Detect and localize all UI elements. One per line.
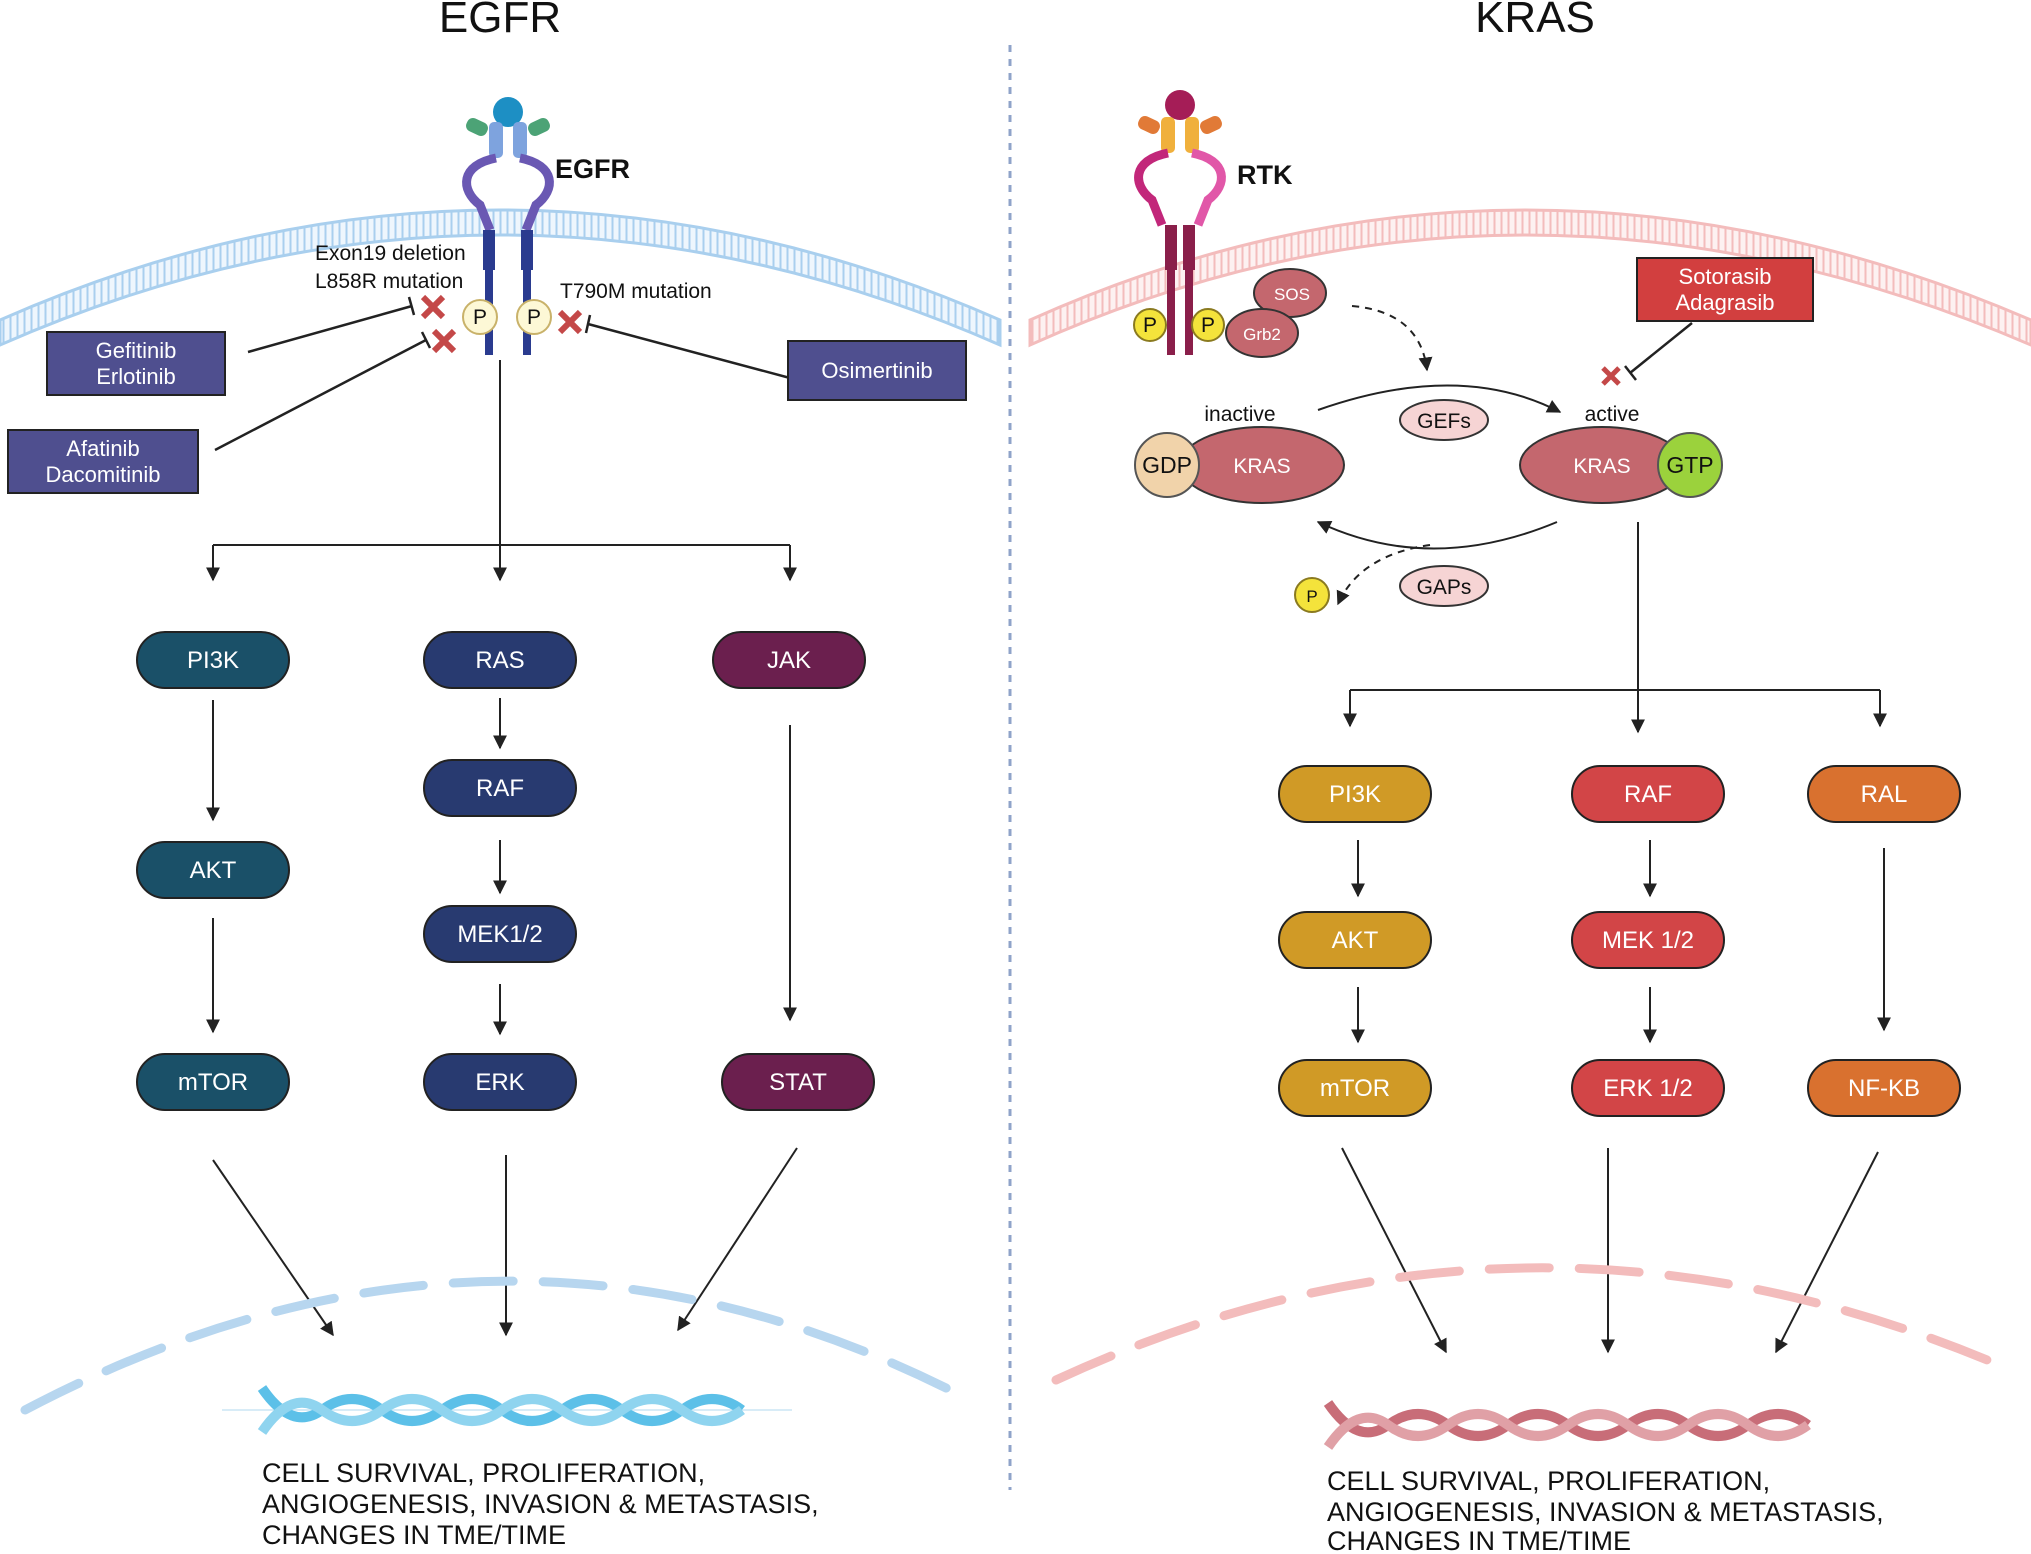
phospho-label-rtk-1: P xyxy=(1143,314,1157,337)
kras-node-mek: MEK 1/2 xyxy=(1602,927,1694,954)
kras-node-raf: RAF xyxy=(1624,781,1672,808)
egfr-node-pi3k: PI3K xyxy=(187,647,239,674)
outcome-line-3-right: CHANGES IN TME/TIME xyxy=(1327,1526,1631,1554)
kras-inhibition-line xyxy=(1629,322,1693,374)
cell-membrane-right xyxy=(1028,208,2031,348)
kras-node-erk: ERK 1/2 xyxy=(1603,1075,1692,1102)
gtp-label: GTP xyxy=(1666,452,1713,478)
kras-node-pi3k: PI3K xyxy=(1329,781,1381,808)
drug-box-osimertinib: Osimertinib xyxy=(787,340,967,401)
egfr-node-mtor: mTOR xyxy=(178,1069,248,1096)
drug-gefitinib: Gefitinib xyxy=(96,338,177,363)
egfr-receptor-label: EGFR xyxy=(555,154,630,184)
phospho-label-egfr-2: P xyxy=(527,306,541,329)
drug-afatinib: Afatinib xyxy=(66,436,139,461)
gdp-label: GDP xyxy=(1142,452,1192,478)
kras-node-mtor: mTOR xyxy=(1320,1075,1390,1102)
inhibit-x-icon-kras xyxy=(1601,366,1621,386)
drug-box-sotorasib-adagrasib: Sotorasib Adagrasib xyxy=(1636,257,1814,322)
egfr-node-mek: MEK1/2 xyxy=(457,921,542,948)
nuclear-envelope-right xyxy=(1051,1263,1997,1385)
inhibition-lines xyxy=(214,296,791,452)
gefs-label: GEFs xyxy=(1417,410,1471,433)
drug-dacomitinib: Dacomitinib xyxy=(46,462,161,487)
sos-label: SOS xyxy=(1274,285,1310,304)
inhibit-x-icon xyxy=(420,294,583,354)
drug-box-afatinib-dacomitinib: Afatinib Dacomitinib xyxy=(7,429,199,494)
drug-sotorasib: Sotorasib xyxy=(1679,264,1772,289)
drug-erlotinib: Erlotinib xyxy=(96,364,175,389)
mutation-l858r-label: L858R mutation xyxy=(315,270,463,293)
rtk-receptor-icon xyxy=(1134,90,1226,355)
kras-inactive-label: KRAS xyxy=(1233,455,1290,478)
drug-osimertinib: Osimertinib xyxy=(821,358,932,383)
kras-panel: RTK P P SOS Grb2 Sotorasib Adagrasib ina… xyxy=(1028,90,2031,1554)
kras-node-ral: RAL xyxy=(1861,781,1908,808)
egfr-node-ras: RAS xyxy=(475,647,524,674)
outcome-line-1-right: CELL SURVIVAL, PROLIFERATION, xyxy=(1327,1466,1770,1496)
dna-helix-icon xyxy=(222,1385,792,1435)
egfr-node-stat: STAT xyxy=(769,1069,827,1096)
gaps-label: GAPs xyxy=(1417,576,1472,599)
outcome-line-2-left: ANGIOGENESIS, INVASION & METASTASIS, xyxy=(262,1489,819,1519)
kras-node-akt: AKT xyxy=(1332,927,1379,954)
drug-adagrasib: Adagrasib xyxy=(1675,290,1774,315)
mutation-exon19-label: Exon19 deletion xyxy=(315,242,466,265)
rtk-receptor-label: RTK xyxy=(1237,160,1293,190)
phospho-label-rtk-2: P xyxy=(1201,314,1215,337)
mutation-t790m-label: T790M mutation xyxy=(560,280,712,303)
active-label: active xyxy=(1585,403,1640,426)
phospho-label-released: P xyxy=(1306,587,1317,606)
egfr-node-akt: AKT xyxy=(190,857,237,884)
kras-active-label: KRAS xyxy=(1573,455,1630,478)
kras-node-nfkb: NF-KB xyxy=(1848,1075,1920,1102)
egfr-node-raf: RAF xyxy=(476,775,524,802)
outcome-line-2-right: ANGIOGENESIS, INVASION & METASTASIS, xyxy=(1327,1497,1884,1527)
egfr-title: EGFR xyxy=(439,0,561,42)
egfr-panel: EGFR P P Exon19 deletion L858R mutation … xyxy=(0,97,1002,1550)
egfr-node-jak: JAK xyxy=(767,647,811,674)
outcome-line-3-left: CHANGES IN TME/TIME xyxy=(262,1520,566,1550)
dna-helix-icon-right xyxy=(1323,1400,1811,1450)
nuclear-envelope-left xyxy=(20,1276,965,1415)
phospho-label-egfr-1: P xyxy=(473,306,487,329)
egfr-node-erk: ERK xyxy=(475,1069,524,1096)
inactive-label: inactive xyxy=(1204,403,1275,426)
drug-box-gefitinib-erlotinib: Gefitinib Erlotinib xyxy=(46,331,226,396)
grb2-label: Grb2 xyxy=(1243,325,1281,344)
kras-title: KRAS xyxy=(1475,0,1595,42)
outcome-line-1-left: CELL SURVIVAL, PROLIFERATION, xyxy=(262,1458,705,1488)
cell-membrane-left xyxy=(0,208,1002,348)
